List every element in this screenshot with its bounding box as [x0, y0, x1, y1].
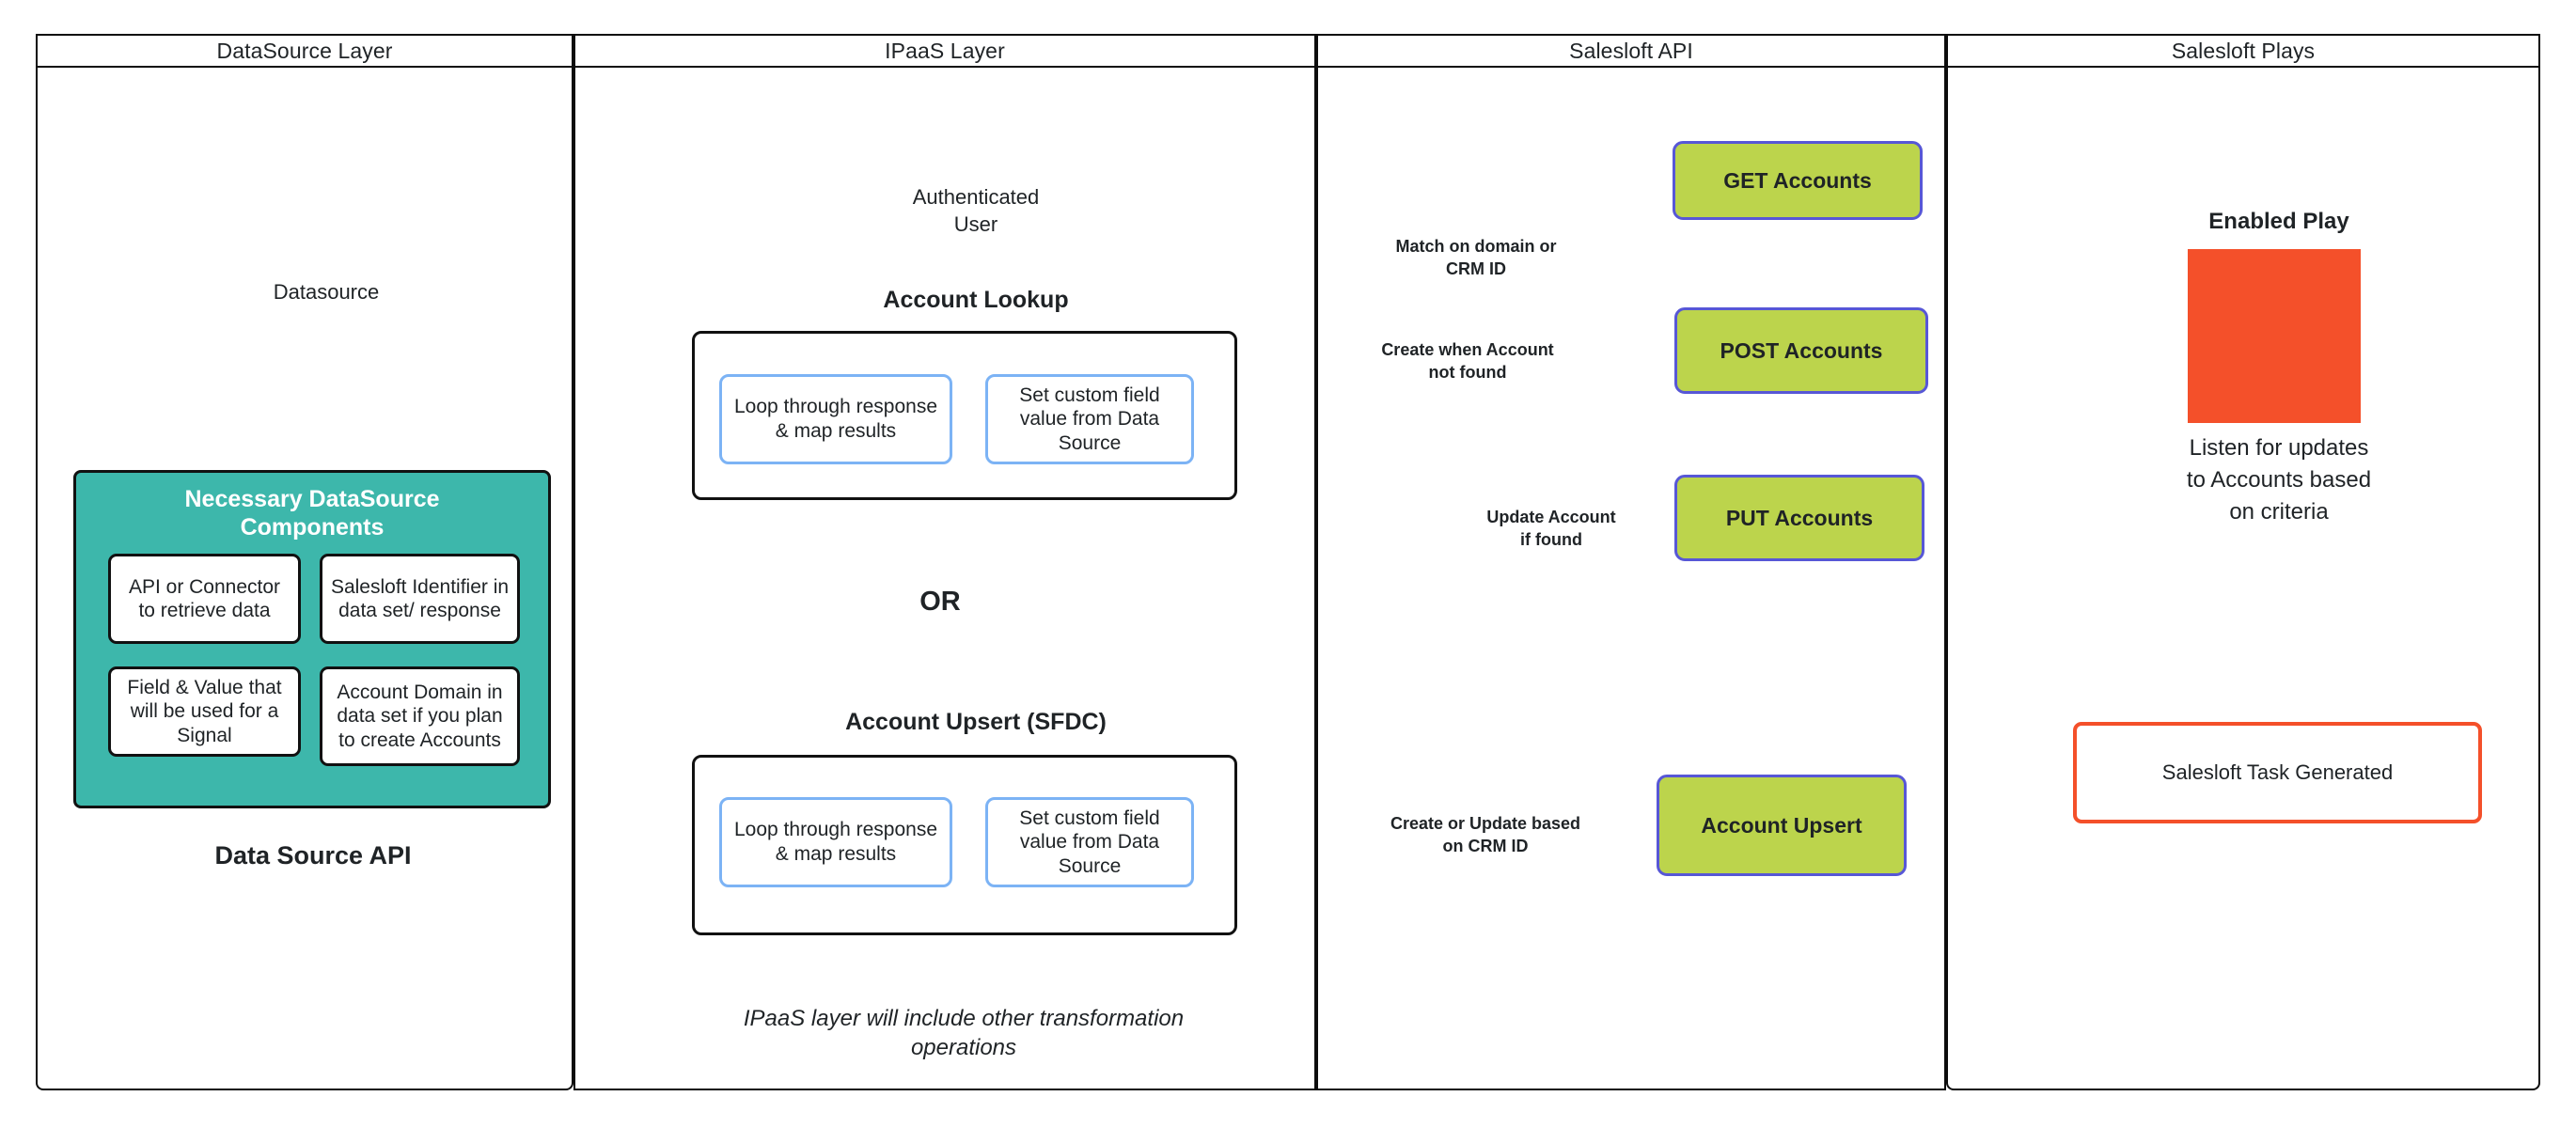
or-separator-label: OR: [919, 587, 961, 617]
api-action-account-upsert[interactable]: Account Upsert: [1657, 775, 1907, 876]
authenticated-user-label: Authenticated User: [912, 185, 1040, 237]
enabled-play-description: Listen for updates to Accounts based on …: [2186, 435, 2372, 525]
datasource-cylinder-label: Datasource: [273, 280, 380, 304]
account-lookup-step-set-custom-field[interactable]: Set custom field value from Data Source: [985, 374, 1194, 464]
lane-body-salesloft-plays: [1946, 68, 2540, 1090]
lane-header-label: DataSource Layer: [216, 38, 393, 63]
account-upsert-title: Account Upsert (SFDC): [845, 709, 1107, 735]
account-upsert-step-loop[interactable]: Loop through response & map results: [719, 797, 952, 887]
necessary-components-title: Necessary DataSource Components: [184, 486, 440, 540]
component-card-account-domain: Account Domain in data set if you plan t…: [320, 666, 520, 766]
lane-header-ipaas: IPaaS Layer: [573, 34, 1316, 68]
enabled-play-heading: Enabled Play: [2208, 209, 2349, 234]
edge-label-post-accounts: Create when Account not found: [1381, 340, 1554, 383]
ipaas-footnote: IPaaS layer will include other transform…: [743, 1006, 1185, 1061]
edge-label-get-accounts: Match on domain or CRM ID: [1395, 237, 1557, 279]
salesloft-task-generated-box[interactable]: Salesloft Task Generated: [2073, 722, 2482, 823]
data-source-api-label: Data Source API: [214, 841, 412, 870]
api-action-post-accounts[interactable]: POST Accounts: [1674, 307, 1928, 394]
component-card-salesloft-identifier: Salesloft Identifier in data set/ respon…: [320, 554, 520, 644]
lane-header-label: Salesloft Plays: [2171, 38, 2316, 63]
lane-header-salesloft-plays: Salesloft Plays: [1946, 34, 2540, 68]
edge-label-account-upsert: Create or Update based on CRM ID: [1390, 814, 1581, 856]
account-upsert-step-set-custom-field[interactable]: Set custom field value from Data Source: [985, 797, 1194, 887]
lane-header-label: IPaaS Layer: [885, 38, 1005, 63]
component-card-api-connector: API or Connector to retrieve data: [108, 554, 301, 644]
api-action-put-accounts[interactable]: PUT Accounts: [1674, 475, 1924, 561]
api-action-get-accounts[interactable]: GET Accounts: [1673, 141, 1923, 220]
component-card-field-value-signal: Field & Value that will be used for a Si…: [108, 666, 301, 757]
enabled-play-icon-tile: [2188, 249, 2361, 423]
account-lookup-title: Account Lookup: [883, 287, 1069, 313]
lane-body-salesloft-api: [1316, 68, 1946, 1090]
lane-header-salesloft-api: Salesloft API: [1316, 34, 1946, 68]
lane-header-datasource: DataSource Layer: [36, 34, 573, 68]
edge-label-put-accounts: Update Account if found: [1486, 508, 1616, 550]
account-lookup-step-loop[interactable]: Loop through response & map results: [719, 374, 952, 464]
lane-header-label: Salesloft API: [1569, 38, 1693, 63]
